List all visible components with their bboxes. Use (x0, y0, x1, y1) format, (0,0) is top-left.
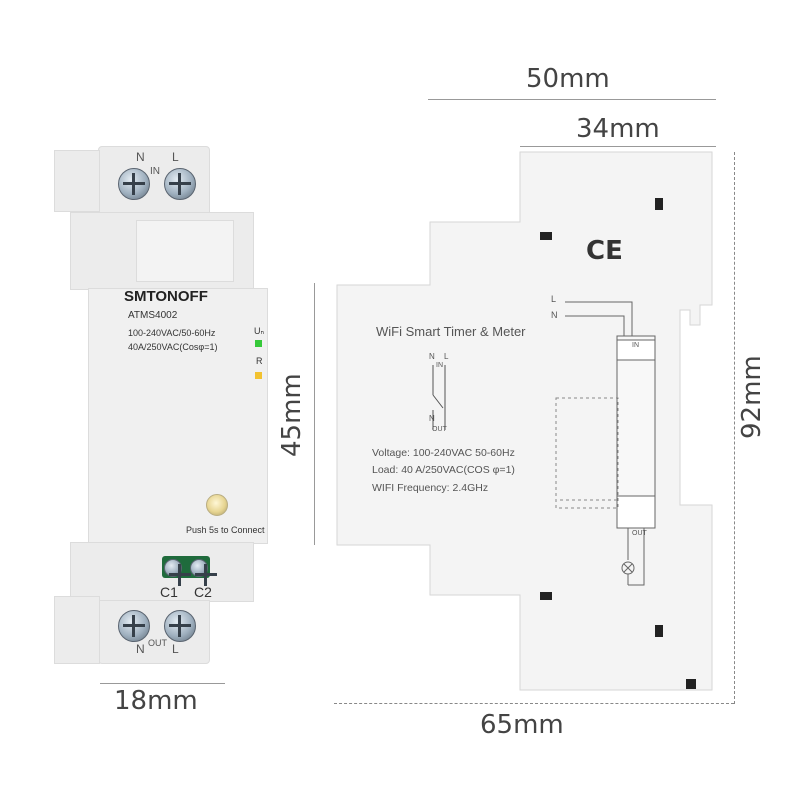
top-n-screw-icon (118, 168, 150, 200)
spec-load: Load: 40 A/250VAC(COS φ=1) (372, 464, 515, 476)
ce-mark: CE (586, 236, 623, 266)
rating-voltage: 100-240VAC/50-60Hz (128, 328, 216, 338)
dimension-18mm: 18mm (114, 686, 198, 716)
top-terminal-l-label: L (172, 150, 179, 164)
dimension-65mm: 65mm (480, 710, 564, 740)
panel-title: WiFi Smart Timer & Meter (376, 324, 526, 339)
slot-bottom-edge (686, 679, 696, 689)
dimension-line-92mm (734, 152, 735, 704)
symbol-n-top: N (429, 352, 435, 361)
c2-screw-icon (190, 559, 217, 586)
led-r-label: R (256, 356, 263, 366)
dimension-line-65mm (334, 703, 734, 704)
dimension-line-34mm (520, 146, 716, 147)
slot-bottom-right (655, 625, 663, 637)
led-power-green (255, 340, 262, 347)
bottom-clip (54, 596, 100, 664)
dimension-34mm: 34mm (576, 114, 660, 144)
top-terminal-in-label: IN (150, 166, 160, 177)
button-caption: Push 5s to Connect (186, 525, 265, 535)
contact-c1-label: C1 (160, 584, 178, 600)
wiring-n-label: N (551, 310, 558, 320)
symbol-l-top: L (444, 352, 449, 361)
front-face (88, 288, 268, 544)
bottom-terminal-out-label: OUT (148, 638, 167, 648)
led-relay-yellow (255, 372, 262, 379)
wiring-l-label: L (551, 294, 557, 304)
model-number: ATMS4002 (128, 310, 178, 321)
connect-button[interactable] (206, 494, 228, 516)
top-l-screw-icon (164, 168, 196, 200)
front-device: N IN L SMTONOFF ATMS4002 100-240VAC/50-6… (40, 140, 280, 680)
slot-lower-left (540, 592, 552, 600)
bottom-l-screw-icon (164, 610, 196, 642)
top-window (136, 220, 234, 282)
symbol-n-bottom: N (429, 414, 435, 423)
dimension-line-45mm (314, 283, 315, 545)
bottom-n-screw-icon (118, 610, 150, 642)
dimension-line-50mm (428, 99, 716, 100)
contact-c2-label: C2 (194, 584, 212, 600)
slot-top-right (655, 198, 663, 210)
bottom-terminal-n-label: N (136, 642, 145, 656)
dimension-50mm: 50mm (526, 64, 610, 94)
led-un-label: Uₙ (254, 326, 265, 336)
rating-load: 40A/250VAC(Cosφ=1) (128, 342, 218, 352)
spec-voltage: Voltage: 100-240VAC 50-60Hz (372, 447, 515, 459)
mini-in-label: IN (632, 342, 639, 349)
symbol-in: IN (436, 362, 443, 369)
spec-wifi-frequency: WIFI Frequency: 2.4GHz (372, 482, 489, 494)
dimension-line-18mm (100, 683, 225, 684)
brand-name: SMTONOFF (124, 288, 208, 305)
top-clip (54, 150, 100, 212)
c1-screw-icon (164, 559, 191, 586)
symbol-out: OUT (432, 426, 447, 433)
top-terminal-n-label: N (136, 150, 145, 164)
mini-out-label: OUT (632, 530, 647, 537)
bottom-terminal-l-label: L (172, 642, 179, 656)
slot-upper-left (540, 232, 552, 240)
